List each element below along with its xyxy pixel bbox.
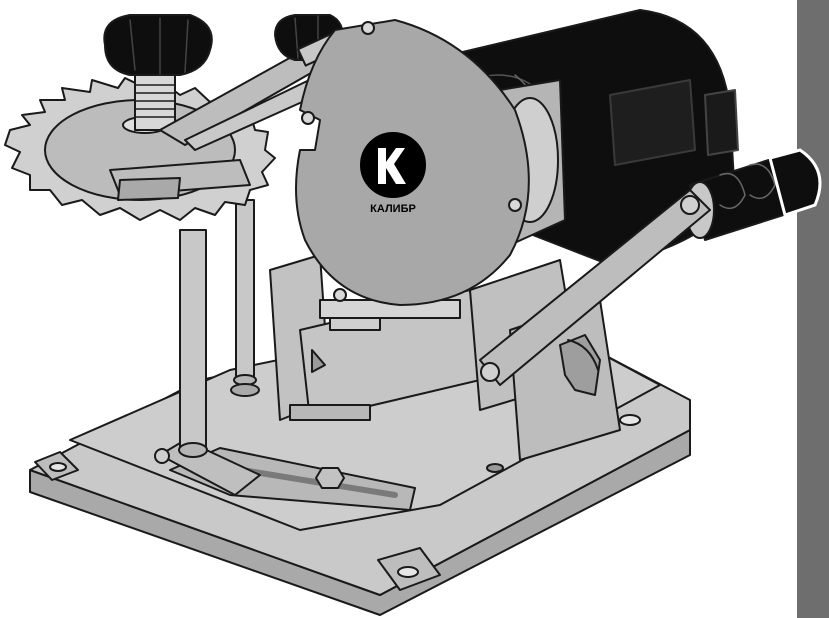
brand-name: КАЛИБР (370, 203, 416, 215)
support-columns (178, 199, 260, 458)
threaded-stud (134, 74, 176, 131)
lever-arm (479, 189, 711, 386)
center-bracket (269, 254, 581, 421)
knob-icon (103, 14, 213, 76)
side-bar (797, 0, 829, 618)
